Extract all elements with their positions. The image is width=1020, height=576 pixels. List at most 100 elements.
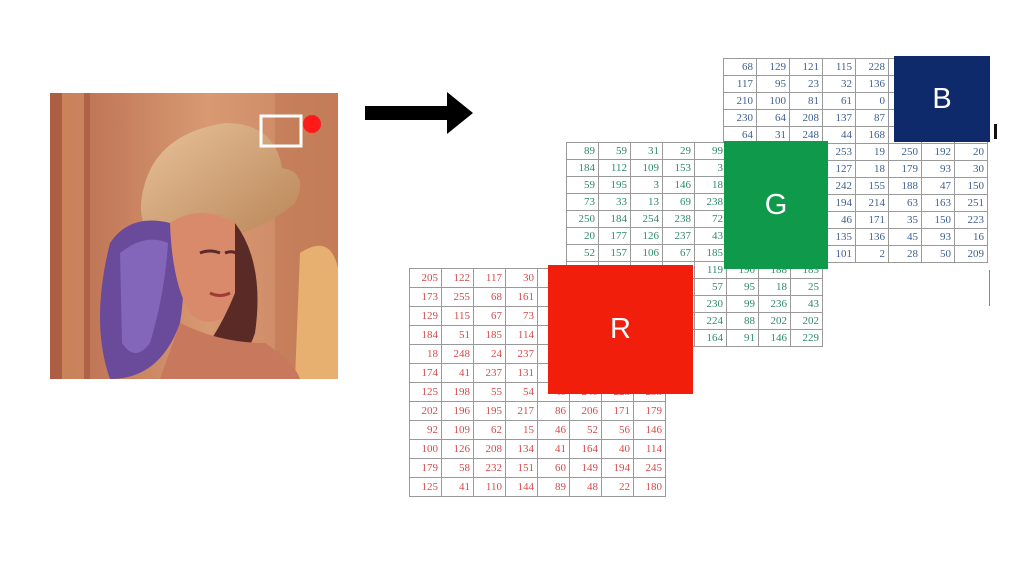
pixel-value-cell: 195 — [598, 176, 631, 194]
pixel-value-cell: 209 — [954, 245, 988, 263]
pixel-value-cell: 250 — [566, 210, 599, 228]
pixel-value-cell: 185 — [473, 325, 506, 345]
pixel-value-cell: 250 — [888, 143, 922, 161]
pixel-value-cell: 45 — [888, 228, 922, 246]
pixel-value-cell: 254 — [630, 210, 663, 228]
pixel-value-cell: 251 — [954, 194, 988, 212]
pixel-value-cell: 245 — [633, 458, 666, 478]
pixel-value-cell: 33 — [598, 193, 631, 211]
pixel-value-cell: 59 — [566, 176, 599, 194]
pixel-value-cell: 89 — [566, 142, 599, 160]
pixel-value-cell: 73 — [566, 193, 599, 211]
pixel-value-cell: 35 — [888, 211, 922, 229]
pixel-value-cell: 168 — [855, 126, 889, 144]
pixel-value-cell: 46 — [537, 420, 570, 440]
pixel-value-cell: 208 — [473, 439, 506, 459]
pixel-value-cell: 43 — [694, 227, 727, 245]
pixel-value-cell: 114 — [505, 325, 538, 345]
pixel-value-cell: 48 — [569, 477, 602, 497]
pixel-value-cell: 229 — [790, 329, 823, 347]
pixel-value-cell: 171 — [601, 401, 634, 421]
pixel-value-cell: 43 — [790, 295, 823, 313]
pixel-value-cell: 228 — [855, 58, 889, 76]
pixel-value-cell: 41 — [441, 363, 474, 383]
pixel-value-cell: 59 — [598, 142, 631, 160]
pixel-value-cell: 184 — [566, 159, 599, 177]
pixel-value-cell: 87 — [855, 109, 889, 127]
pixel-value-cell: 117 — [473, 268, 506, 288]
pixel-value-cell: 16 — [954, 228, 988, 246]
pixel-value-cell: 177 — [598, 227, 631, 245]
pixel-value-cell: 18 — [758, 278, 791, 296]
pixel-value-cell: 151 — [505, 458, 538, 478]
pixel-value-cell: 255 — [441, 287, 474, 307]
pixel-value-cell: 248 — [441, 344, 474, 364]
pixel-value-cell: 237 — [505, 344, 538, 364]
pixel-value-cell: 163 — [921, 194, 955, 212]
pixel-value-cell: 208 — [789, 109, 823, 127]
pixel-value-cell: 54 — [505, 382, 538, 402]
pixel-value-cell: 88 — [726, 312, 759, 330]
pixel-value-cell: 114 — [633, 439, 666, 459]
pixel-value-cell: 20 — [566, 227, 599, 245]
pixel-value-cell: 41 — [441, 477, 474, 497]
pixel-value-cell: 100 — [409, 439, 442, 459]
pixel-value-cell: 126 — [441, 439, 474, 459]
pixel-value-cell: 25 — [790, 278, 823, 296]
pixel-value-cell: 72 — [694, 210, 727, 228]
pixel-value-cell: 106 — [630, 244, 663, 262]
pixel-value-cell: 50 — [921, 245, 955, 263]
pixel-value-cell: 230 — [694, 295, 727, 313]
pixel-value-cell: 99 — [694, 142, 727, 160]
pixel-value-cell: 126 — [630, 227, 663, 245]
photo-illustration — [50, 93, 338, 379]
pixel-value-cell: 195 — [473, 401, 506, 421]
pixel-value-cell: 19 — [855, 143, 889, 161]
pixel-value-cell: 188 — [888, 177, 922, 195]
pixel-value-cell: 136 — [855, 228, 889, 246]
pixel-value-cell: 137 — [822, 109, 856, 127]
pixel-value-cell: 164 — [569, 439, 602, 459]
blue-grid-edge — [989, 270, 990, 306]
pixel-value-cell: 55 — [473, 382, 506, 402]
pixel-value-cell: 205 — [409, 268, 442, 288]
pixel-value-cell: 29 — [662, 142, 695, 160]
pixel-value-cell: 23 — [789, 75, 823, 93]
pixel-value-cell: 202 — [790, 312, 823, 330]
pixel-value-cell: 3 — [630, 176, 663, 194]
pixel-value-cell: 69 — [662, 193, 695, 211]
pixel-value-cell: 136 — [855, 75, 889, 93]
pixel-value-cell: 51 — [441, 325, 474, 345]
pixel-value-cell: 155 — [855, 177, 889, 195]
pixel-value-cell: 232 — [473, 458, 506, 478]
pixel-value-cell: 86 — [537, 401, 570, 421]
pixel-value-cell: 52 — [569, 420, 602, 440]
pixel-value-cell: 31 — [630, 142, 663, 160]
pixel-value-cell: 24 — [473, 344, 506, 364]
pixel-value-cell: 30 — [954, 160, 988, 178]
pixel-value-cell: 68 — [723, 58, 757, 76]
pixel-value-cell: 179 — [888, 160, 922, 178]
pixel-value-cell: 73 — [505, 306, 538, 326]
pixel-value-cell: 146 — [758, 329, 791, 347]
pixel-value-cell: 47 — [921, 177, 955, 195]
pixel-value-cell: 134 — [505, 439, 538, 459]
pixel-value-cell: 230 — [723, 109, 757, 127]
pixel-value-cell: 150 — [954, 177, 988, 195]
pixel-value-cell: 60 — [537, 458, 570, 478]
pixel-value-cell: 223 — [954, 211, 988, 229]
pixel-value-cell: 196 — [441, 401, 474, 421]
pixel-value-cell: 122 — [441, 268, 474, 288]
pixel-value-cell: 237 — [662, 227, 695, 245]
pixel-value-cell: 238 — [694, 193, 727, 211]
pixel-value-cell: 161 — [505, 287, 538, 307]
pixel-value-cell: 119 — [694, 261, 727, 279]
pixel-value-cell: 217 — [505, 401, 538, 421]
blue-grid-marker — [994, 124, 997, 139]
pixel-value-cell: 41 — [537, 439, 570, 459]
pixel-value-cell: 150 — [921, 211, 955, 229]
pixel-value-cell: 157 — [598, 244, 631, 262]
